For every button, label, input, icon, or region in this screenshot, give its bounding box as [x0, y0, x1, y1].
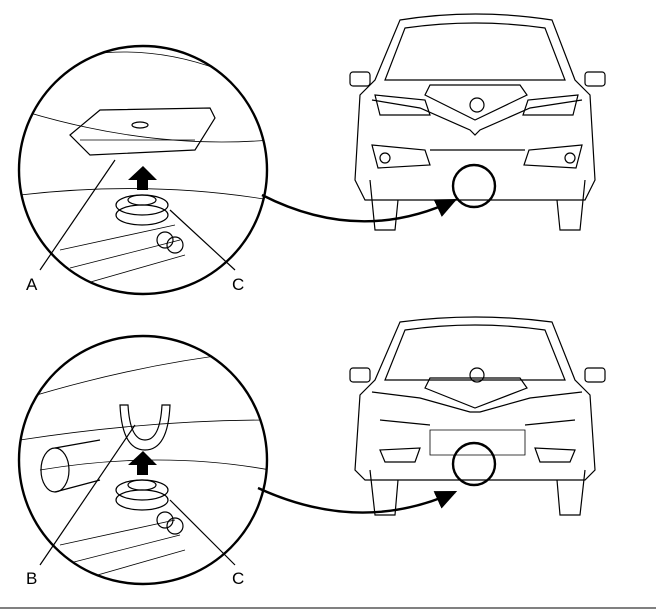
car-front-view-top	[349, 13, 606, 231]
label-b: B	[26, 569, 37, 588]
jack-pad-c-top	[115, 194, 169, 226]
leader-c-top	[169, 209, 236, 271]
jack-pad-c-bottom	[115, 479, 169, 511]
jack-point-highlight-bottom	[451, 441, 497, 487]
pointer-arrow-top	[261, 193, 458, 223]
bottom-detail-view	[17, 334, 269, 586]
leader-b	[39, 424, 136, 566]
up-arrow-icon	[128, 451, 157, 475]
pointer-arrow-bottom	[257, 486, 458, 514]
up-arrow-icon	[128, 166, 157, 190]
jack-point-highlight-top	[451, 163, 497, 209]
label-c-bottom: C	[232, 569, 244, 588]
label-c-top: C	[232, 275, 244, 294]
label-a: A	[26, 275, 38, 294]
leader-c-bottom	[169, 499, 236, 566]
leader-a	[39, 159, 116, 271]
car-rear-view-bottom	[349, 316, 606, 516]
top-detail-view	[17, 44, 269, 296]
towing-hook-b	[119, 404, 171, 451]
